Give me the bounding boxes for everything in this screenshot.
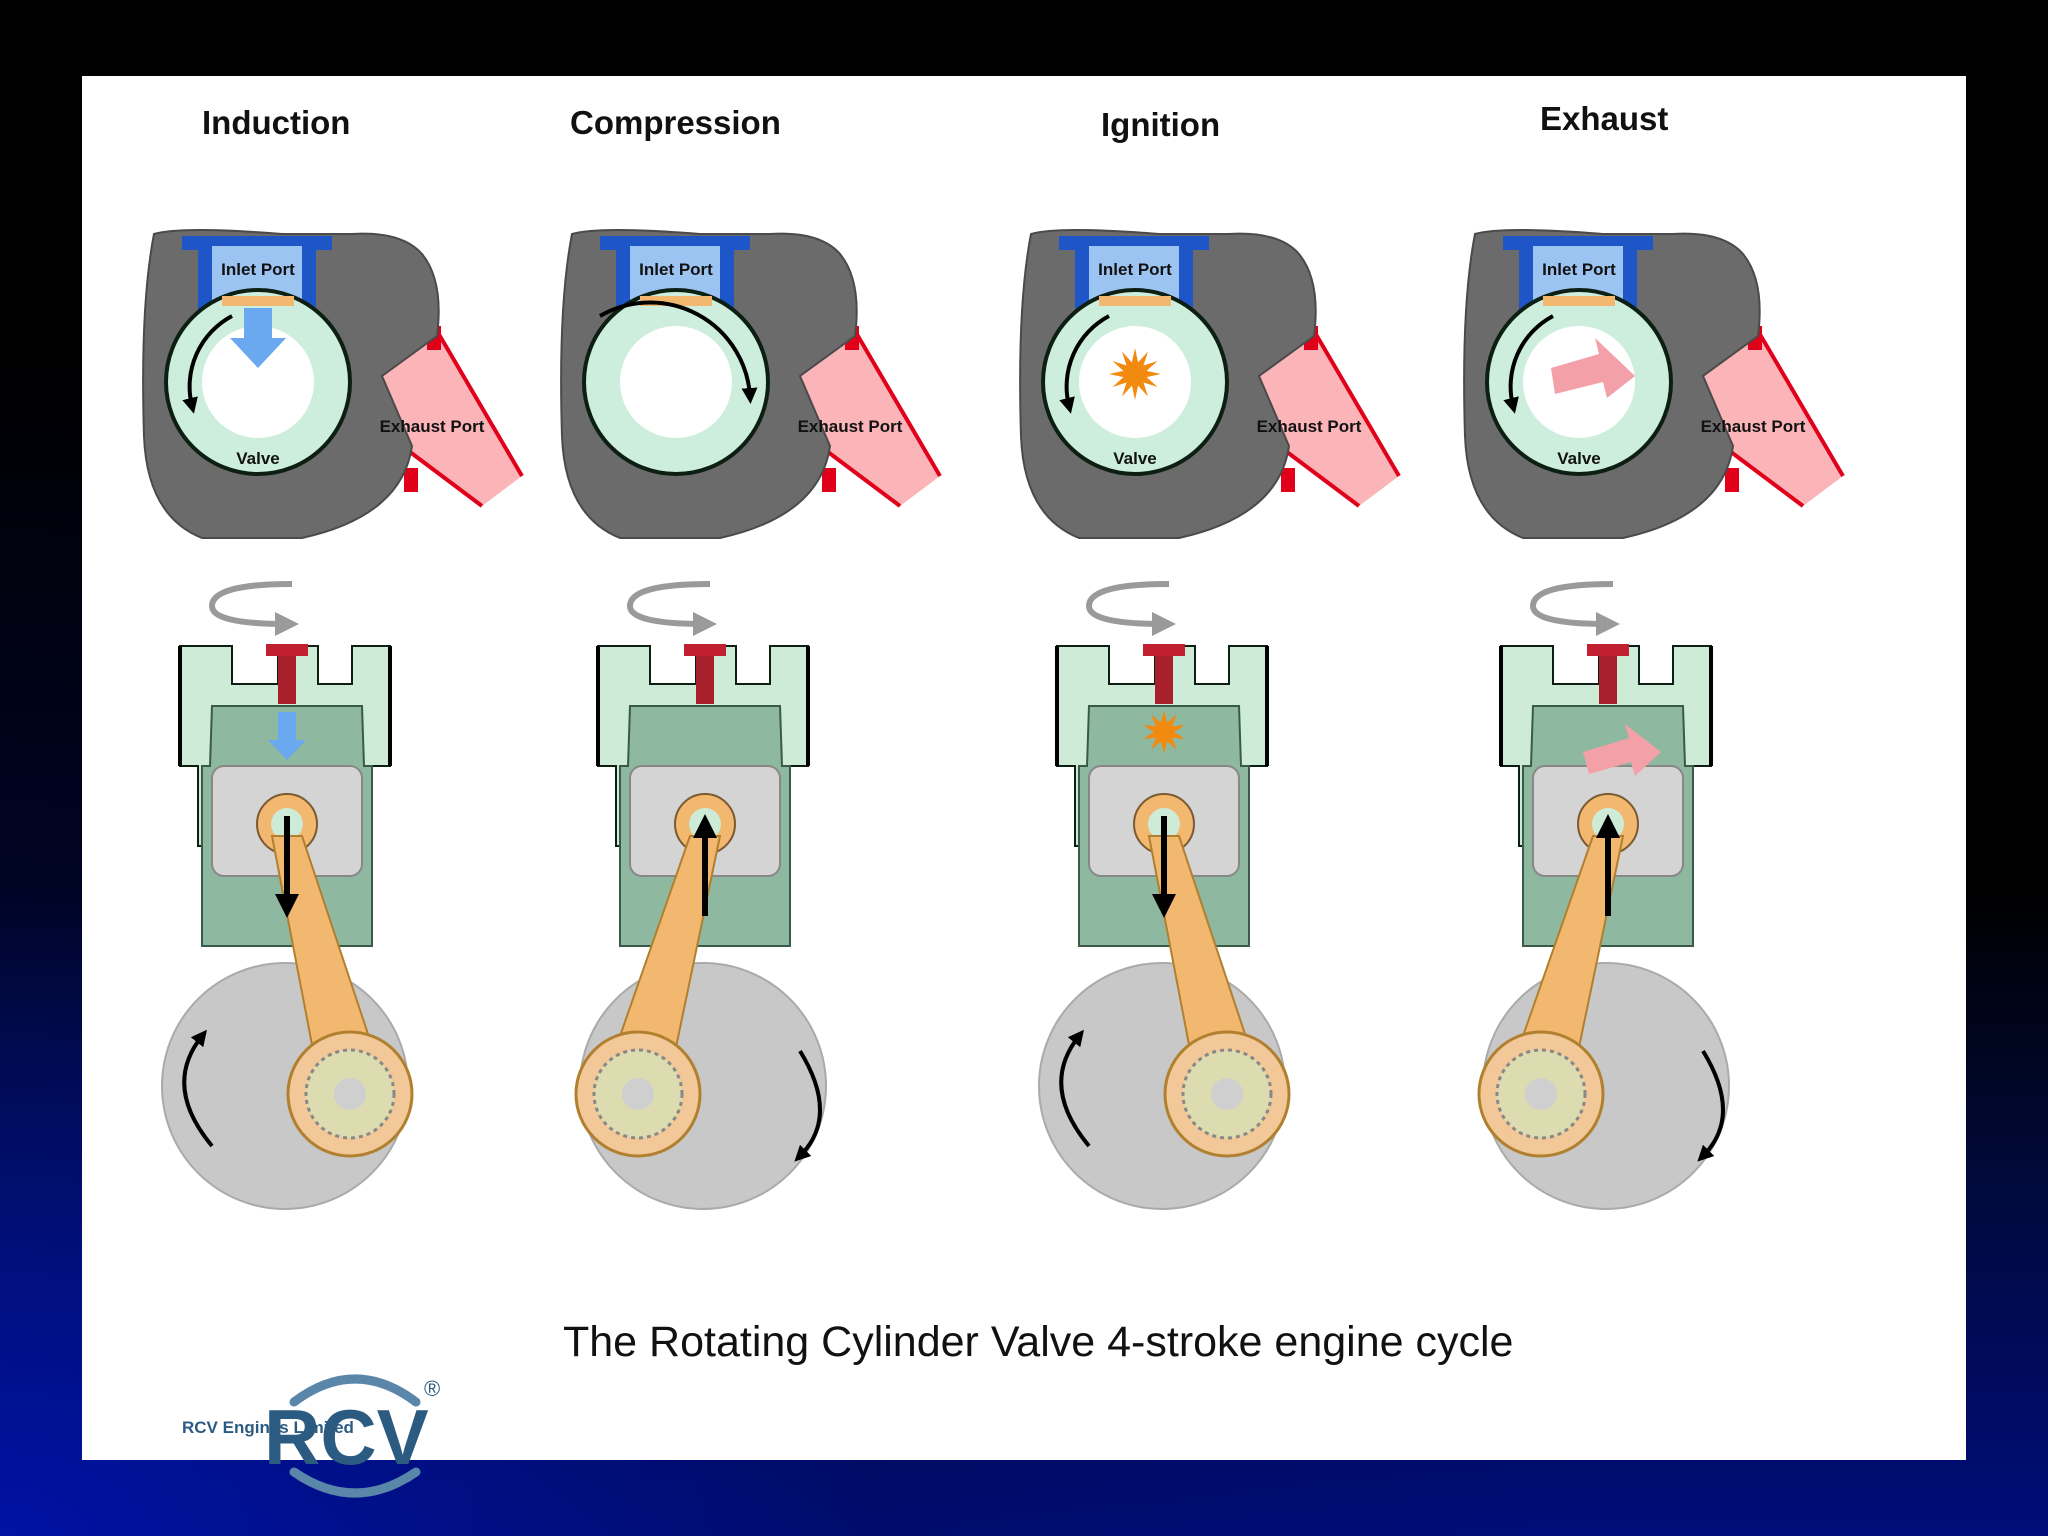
inlet-port-label: Inlet Port	[1098, 260, 1172, 279]
inlet-port-label: Inlet Port	[639, 260, 713, 279]
cylinder-side-view	[1479, 584, 1729, 1209]
exhaust-flange-bottom	[404, 468, 418, 492]
valve-bore	[620, 326, 732, 438]
valve-rotation-icon	[212, 584, 292, 624]
cylinder-side-view	[1039, 584, 1289, 1209]
valve-rotation-icon	[1089, 584, 1169, 624]
valve-seal	[1543, 296, 1615, 306]
valve-stem	[1599, 648, 1617, 704]
valve-label: Valve	[1557, 449, 1601, 468]
exhaust-flange-bottom	[822, 468, 836, 492]
inlet-port-label: Inlet Port	[1542, 260, 1616, 279]
exhaust-port-label: Exhaust Port	[798, 417, 903, 436]
valve-label: Valve	[1113, 449, 1157, 468]
valve-stem-cap	[684, 644, 726, 656]
valve-stem	[696, 648, 714, 704]
valve-rotation-icon	[630, 584, 710, 624]
exhaust-port-label: Exhaust Port	[380, 417, 485, 436]
crank-pin	[1211, 1078, 1243, 1110]
valve-stem-cap	[1587, 644, 1629, 656]
valve-stem-cap	[1143, 644, 1185, 656]
cylinder-side-view	[162, 584, 412, 1209]
diagram-panel: Induction Compression Ignition Exhaust I…	[82, 76, 1966, 1460]
valve-rotation-icon	[1533, 584, 1613, 624]
crank-pin	[1525, 1078, 1557, 1110]
crank-pin	[334, 1078, 366, 1110]
valve-seal	[1099, 296, 1171, 306]
valve-stem-cap	[266, 644, 308, 656]
inlet-port-label: Inlet Port	[221, 260, 295, 279]
diagram-caption: The Rotating Cylinder Valve 4-stroke eng…	[563, 1318, 1513, 1367]
exhaust-flange-bottom	[1281, 468, 1295, 492]
company-name: RCV Engines Limited	[182, 1418, 354, 1438]
valve-stem	[278, 648, 296, 704]
rcv-logo: RCV ®	[260, 1364, 450, 1514]
crank-pin	[622, 1078, 654, 1110]
exhaust-flange-bottom	[1725, 468, 1739, 492]
valve-stem	[1155, 648, 1173, 704]
valve-seal	[222, 296, 294, 306]
registered-mark: ®	[424, 1376, 440, 1401]
exhaust-port-label: Exhaust Port	[1701, 417, 1806, 436]
cylinder-side-view	[576, 584, 826, 1209]
valve-label: Valve	[236, 449, 280, 468]
exhaust-port-label: Exhaust Port	[1257, 417, 1362, 436]
